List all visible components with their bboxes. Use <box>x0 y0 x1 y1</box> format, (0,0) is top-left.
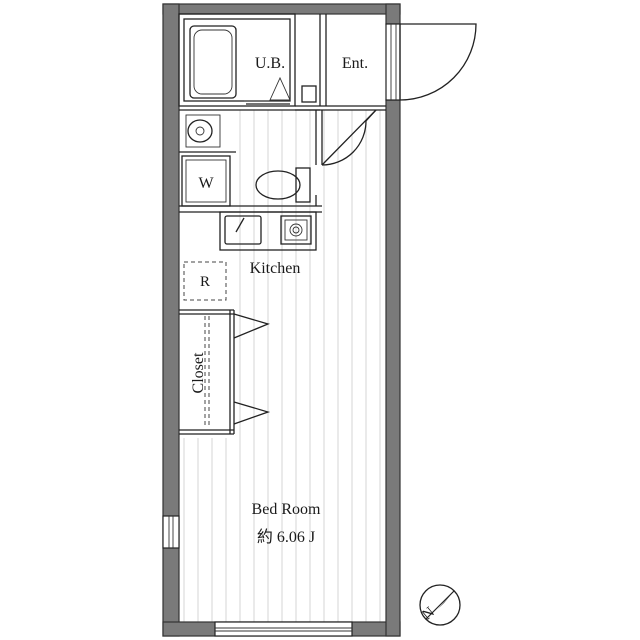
bottom-window <box>214 621 353 637</box>
closet <box>179 309 271 435</box>
unit-bath-label: U.B. <box>255 55 285 72</box>
fridge-label: R <box>200 274 210 290</box>
entrance-door <box>385 23 477 101</box>
kitchen-counter <box>219 211 317 251</box>
washer-label: W <box>198 175 214 192</box>
closet-label: Closet <box>190 352 207 393</box>
entrance-area <box>295 14 386 111</box>
washroom <box>179 109 377 213</box>
bedroom-area-label: 約 6.06 J <box>257 528 315 546</box>
unit-bath <box>178 13 296 107</box>
north-symbol: N <box>419 604 438 623</box>
north-arrow-icon: N <box>419 584 461 626</box>
side-window <box>162 515 180 549</box>
kitchen-label: Kitchen <box>250 260 301 277</box>
bedroom-label: Bed Room <box>252 501 321 518</box>
entrance-label: Ent. <box>342 55 368 72</box>
fridge-space <box>183 261 227 301</box>
